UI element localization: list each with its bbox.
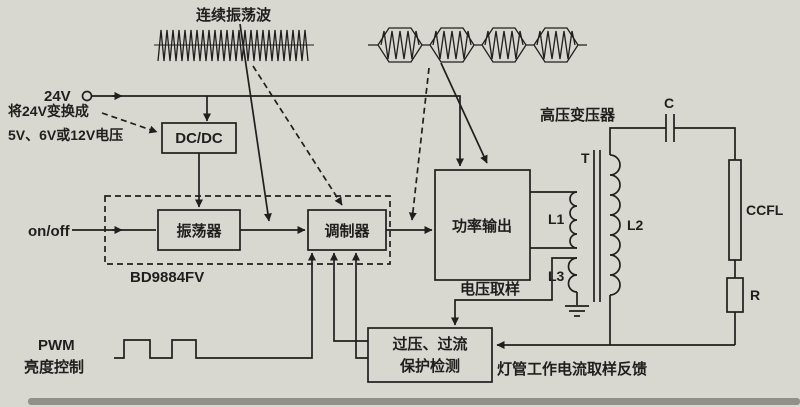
l1-label: L1 [548, 211, 565, 227]
wave-packet [429, 27, 475, 63]
continuous-waveform [157, 29, 309, 62]
convert-note-line2: 5V、6V或12V电压 [8, 127, 123, 143]
transformer-secondary-l2 [609, 154, 621, 296]
supply-voltage-label: 24V [44, 88, 71, 105]
brightness-label: 亮度控制 [24, 358, 84, 376]
resistor-label: R [750, 287, 760, 303]
lamp-feedback-label: 灯管工作电流取样反馈 [497, 360, 647, 378]
modulator-label: 调制器 [324, 222, 370, 240]
power-output-label: 功率输出 [452, 217, 512, 235]
packet-to-modout-dashed-arrow [408, 67, 430, 221]
capacitor-label: C [664, 95, 674, 111]
l2-label: L2 [627, 217, 644, 233]
cap-to-lamp-wire [674, 127, 736, 160]
capacitor-c [665, 114, 675, 142]
l3-label: L3 [548, 268, 565, 284]
chip-label: BD9884FV [130, 269, 204, 286]
power-output-block [434, 169, 531, 281]
wave-packet [377, 27, 423, 63]
carrier-indicator-arrow [239, 23, 272, 222]
supply-rail [91, 95, 464, 167]
protection-output-wire-2 [352, 252, 368, 359]
hv-transformer-label: 高压变压器 [540, 106, 616, 124]
transformer-t-label: T [581, 150, 590, 166]
hv-transformer [530, 150, 621, 317]
supply-terminal [81, 90, 93, 102]
wave-packet [533, 27, 579, 63]
scan-shadow [28, 398, 800, 405]
continuous-wave-label: 连续振荡波 [196, 6, 272, 24]
ccfl-label: CCFL [746, 202, 784, 218]
transformer-primary-l1 [569, 191, 578, 249]
packet-to-power-arrow [440, 62, 488, 164]
pwm-label: PWM [38, 337, 75, 354]
transformer-winding-l3 [567, 257, 578, 293]
dcdc-label: DC/DC [175, 130, 223, 147]
secondary-top-wire [609, 127, 666, 155]
protection-label-line1: 过压、过流 [392, 335, 467, 353]
oscillator-label: 振荡器 [176, 222, 222, 240]
convert-note-line1: 将24V变换成 [8, 103, 89, 119]
modulated-wave-packets [368, 27, 587, 63]
ground-symbol [565, 292, 589, 317]
carrier-to-modulator-dashed-arrow [252, 65, 343, 206]
resistor-r [726, 277, 744, 313]
protection-label-line2: 保护检测 [399, 357, 460, 375]
ccfl-lamp [728, 159, 742, 261]
voltage-sample-label: 电压取样 [460, 280, 520, 298]
transformer-core [593, 150, 601, 302]
protection-block [367, 327, 493, 383]
wave-packet [481, 27, 527, 63]
pwm-waveform-wire [114, 252, 316, 359]
protection-output-wire-1 [330, 252, 368, 342]
voltage-sample-wire [451, 257, 577, 326]
onoff-label: on/off [28, 223, 71, 240]
